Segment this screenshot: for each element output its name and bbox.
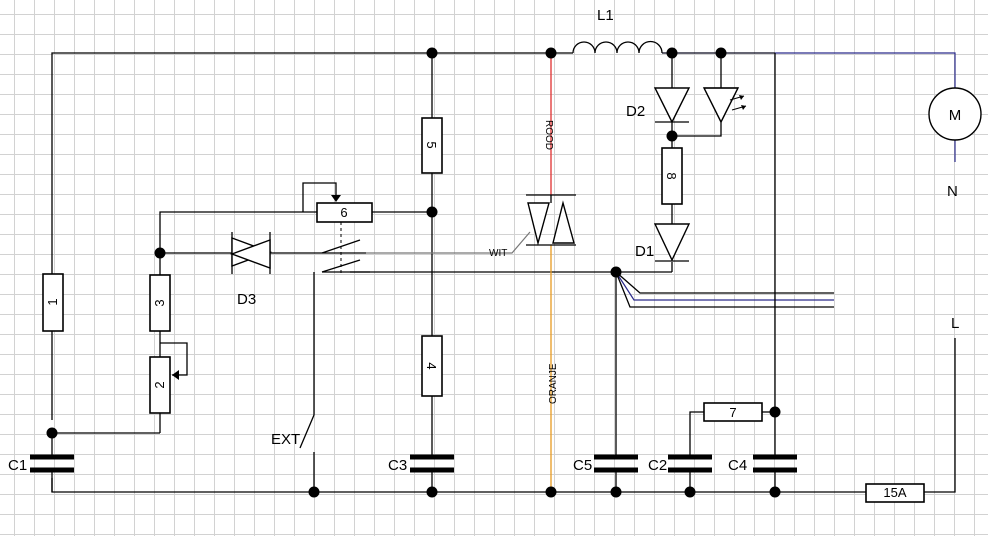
double-switch <box>321 222 361 275</box>
r6-wiper-arrow <box>331 195 341 202</box>
motor-label: M <box>949 107 962 124</box>
bottom-rail <box>51 478 866 493</box>
resistor-4 <box>421 335 443 397</box>
resistor-6-label: 6 <box>340 205 347 220</box>
capacitors <box>30 433 797 492</box>
capacitor-c5 <box>594 454 638 473</box>
triac <box>526 194 576 246</box>
label-c4: C4 <box>728 457 747 474</box>
fan-line-3 <box>615 271 834 308</box>
top-rail-right <box>662 52 956 88</box>
r6-wiper-wire <box>302 182 337 212</box>
resistor-8-label: 8 <box>664 172 679 179</box>
resistor-5 <box>421 117 443 174</box>
resistor-6 <box>316 202 373 223</box>
motor <box>928 87 982 141</box>
d2-join-wire <box>671 122 722 137</box>
wit-wire <box>366 231 531 254</box>
resistor-2-label: 2 <box>152 381 167 388</box>
capacitor-c4 <box>753 454 797 473</box>
label-l1: L1 <box>597 7 614 24</box>
top-rail-left <box>51 52 573 420</box>
capacitor-c2 <box>668 454 712 473</box>
fan-line-2 <box>615 271 834 301</box>
resistor-1-label: 1 <box>45 298 60 305</box>
resistor-1 <box>42 273 64 332</box>
diac-d3 <box>229 232 273 274</box>
wires <box>51 52 956 493</box>
label-oranje: ORANJE <box>548 363 559 404</box>
label-l: L <box>951 315 959 332</box>
diode-d2 <box>653 87 691 124</box>
resistor-3-label: 3 <box>152 299 167 306</box>
diode-d1 <box>653 223 691 262</box>
label-wit: WIT <box>489 248 507 259</box>
r2-wiper-arrow <box>172 370 179 380</box>
resistor-4-label: 4 <box>424 362 439 369</box>
label-d3: D3 <box>237 291 256 308</box>
r6-left-wire <box>159 211 317 253</box>
capacitor-c1 <box>30 433 74 492</box>
label-c2: C2 <box>648 457 667 474</box>
bottom-rail-right <box>924 338 956 493</box>
diode-d2-led <box>702 87 747 124</box>
ext-switch <box>299 414 315 449</box>
resistor-2 <box>149 356 171 414</box>
label-ext: EXT <box>271 431 300 448</box>
resistors <box>42 117 925 503</box>
resistor-7 <box>703 402 763 422</box>
label-c3: C3 <box>388 457 407 474</box>
resistor-5-label: 5 <box>424 141 439 148</box>
triac-gate-bus <box>350 271 617 455</box>
r2-wiper-wire <box>160 342 188 376</box>
label-c1: C1 <box>8 457 27 474</box>
fan-line-1 <box>615 271 834 294</box>
label-c5: C5 <box>573 457 592 474</box>
capacitor-c3 <box>410 454 454 473</box>
labels: L1 D2 D1 D3 C1 C3 C5 C2 C4 EXT N L M 15A… <box>8 7 961 500</box>
c2-wire <box>689 411 704 455</box>
resistor-8 <box>661 147 683 205</box>
label-d2: D2 <box>626 103 645 120</box>
label-n: N <box>947 183 958 200</box>
label-d1: D1 <box>635 243 654 260</box>
resistor-7-label: 7 <box>729 405 736 420</box>
fuse-label: 15A <box>883 485 906 500</box>
inductor-l1 <box>572 40 663 54</box>
resistor-3 <box>149 274 171 332</box>
label-rood: ROOD <box>543 120 554 150</box>
junction-dots <box>46 47 781 498</box>
fuse-15a <box>865 483 925 503</box>
